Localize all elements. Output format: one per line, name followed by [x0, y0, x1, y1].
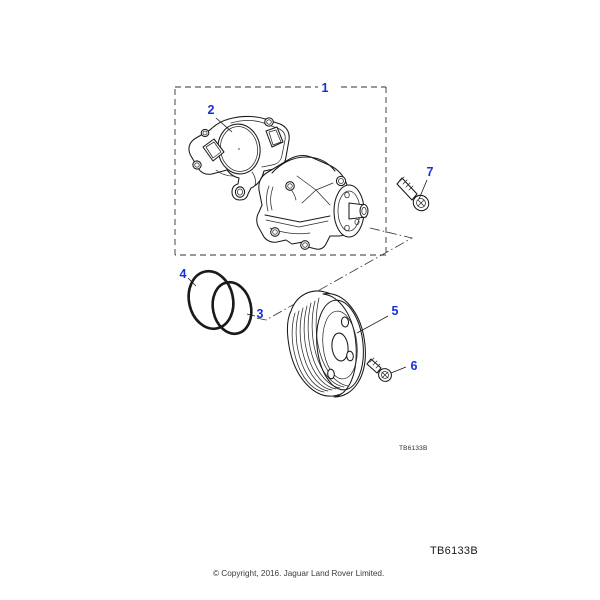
callout-4: 4 — [180, 267, 187, 281]
o-ring-outer — [187, 269, 235, 331]
callout-3: 3 — [257, 307, 264, 321]
leader-4 — [187, 277, 197, 287]
leader-5 — [356, 315, 389, 334]
o-ring-inner — [211, 280, 253, 336]
pulley-bolt — [366, 357, 392, 382]
callout-numbers: 1 2 3 4 5 6 7 — [180, 81, 434, 373]
assembly-centerline — [255, 227, 414, 321]
water-pump-gasket — [188, 115, 290, 201]
leader-6 — [390, 366, 407, 374]
diagram-code-small: TB6133B — [399, 445, 428, 452]
water-pump-pulley — [286, 290, 366, 398]
callout-2: 2 — [208, 103, 215, 117]
leader-3 — [246, 313, 256, 317]
water-pump-bolt — [396, 176, 430, 212]
assembly-group-box — [174, 86, 387, 256]
callout-1: 1 — [322, 81, 329, 95]
leader-2 — [215, 117, 233, 133]
water-pump-housing — [256, 155, 369, 250]
callout-leader-lines — [187, 117, 428, 374]
callout-6: 6 — [411, 359, 418, 373]
callout-7: 7 — [427, 165, 434, 179]
copyright-notice: © Copyright, 2016. Jaguar Land Rover Lim… — [213, 569, 384, 578]
leader-7 — [418, 179, 428, 200]
diagram-code-large: TB6133B — [430, 545, 478, 557]
callout-5: 5 — [392, 304, 399, 318]
